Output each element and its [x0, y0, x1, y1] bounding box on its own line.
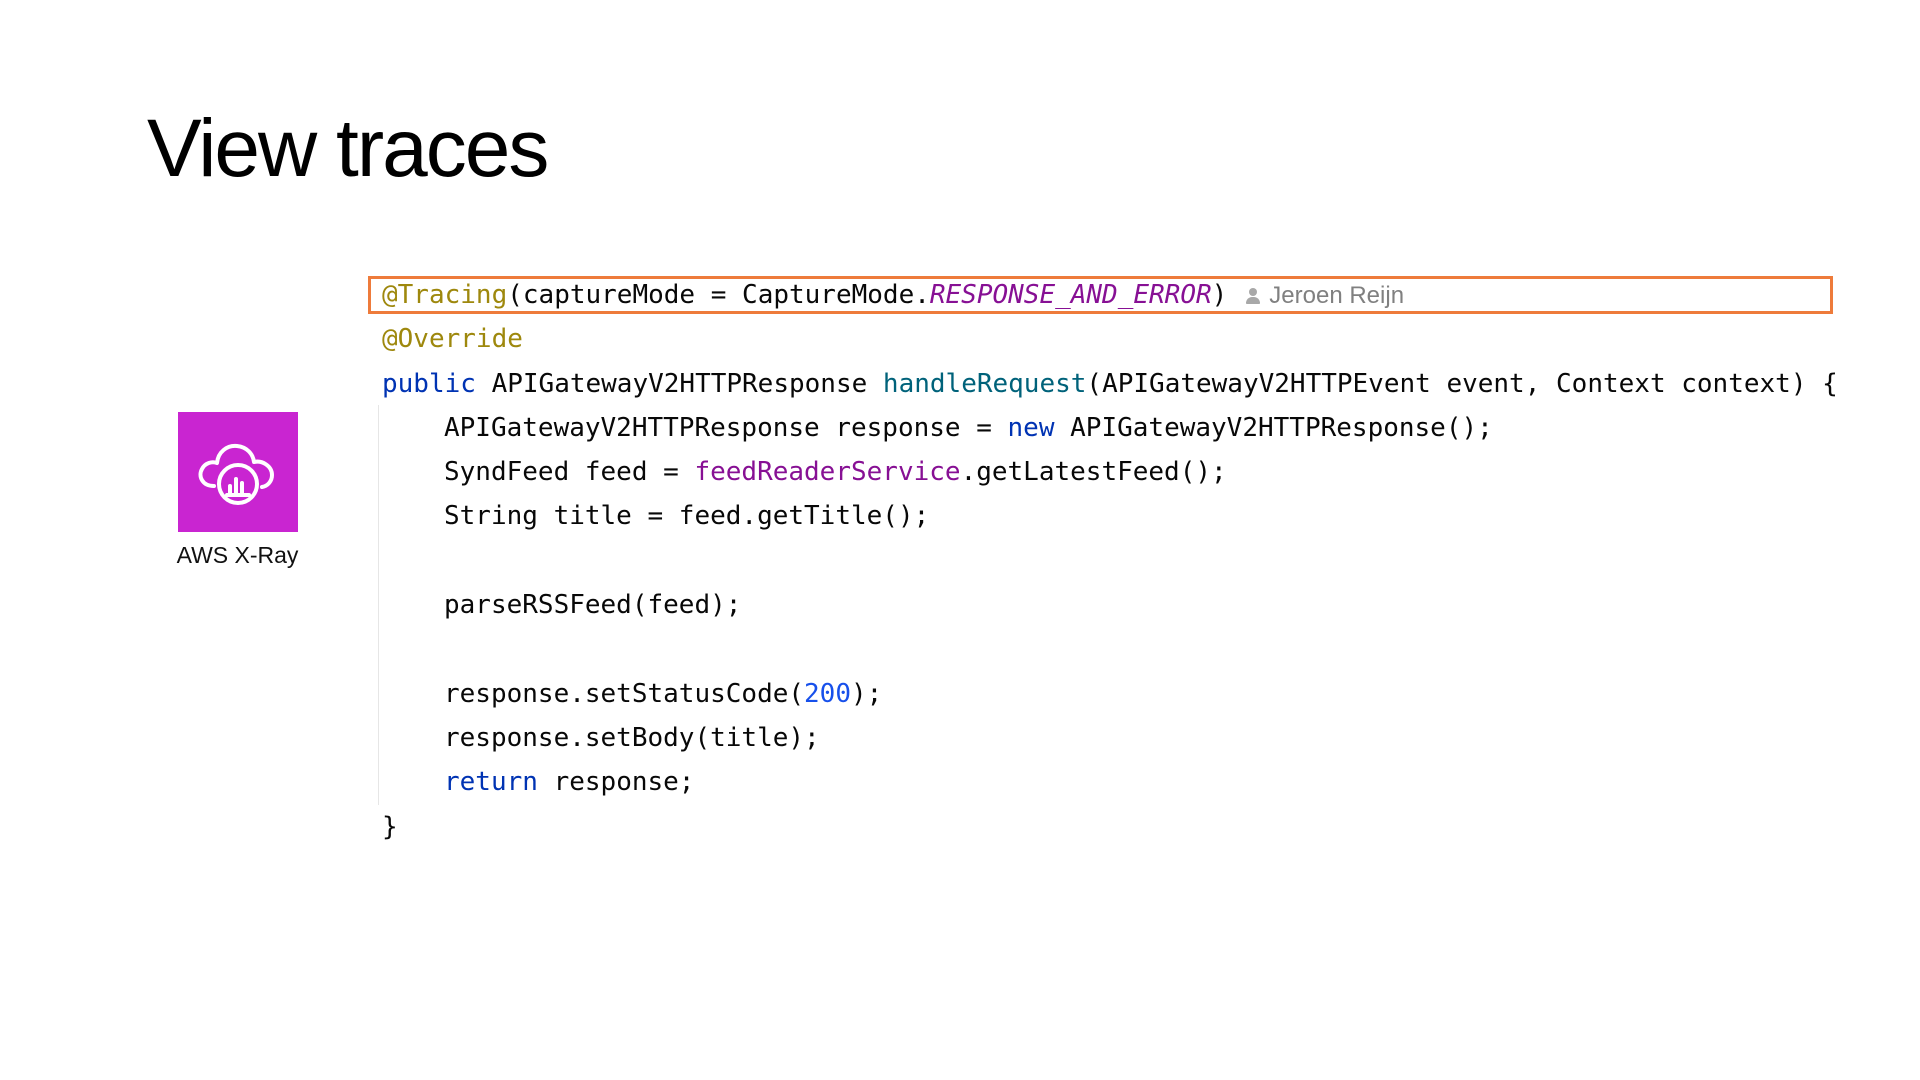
code-line-blank	[382, 539, 1838, 583]
method-name: handleRequest	[882, 368, 1087, 399]
code-line-method-signature: public APIGatewayV2HTTPResponse handleRe…	[382, 368, 1838, 399]
code-line-response-init: APIGatewayV2HTTPResponse response = new …	[444, 412, 1493, 443]
code-line-title: String title = feed.getTitle();	[444, 501, 930, 532]
aws-xray-service: AWS X-Ray	[160, 412, 315, 569]
aws-xray-icon	[177, 412, 298, 532]
aws-xray-label: AWS X-Ray	[176, 542, 299, 568]
code-line-tracing: @Tracing(captureMode = CaptureMode.RESPO…	[382, 280, 1405, 310]
user-icon	[1245, 287, 1261, 305]
code-block: @Tracing(captureMode = CaptureMode.RESPO…	[382, 273, 1838, 849]
code-line-blank	[382, 627, 1838, 671]
code-line-status-code: response.setStatusCode(200);	[444, 678, 883, 709]
tracing-annotation: @Tracing	[382, 280, 508, 310]
indent-guide	[378, 405, 379, 805]
code-line-return: return response;	[444, 767, 695, 798]
override-annotation: @Override	[382, 324, 523, 355]
slide-title: View traces	[147, 103, 549, 194]
git-author-inlay: Jeroen Reijn	[1245, 282, 1404, 309]
author-name: Jeroen Reijn	[1269, 282, 1405, 309]
annotation-highlight-box	[368, 276, 1833, 314]
code-line-feed: SyndFeed feed = feedReaderService.getLat…	[444, 457, 1227, 488]
code-line-override: @Override	[382, 317, 1838, 361]
code-line-set-body: response.setBody(title);	[444, 722, 820, 753]
capture-mode-constant: RESPONSE_AND_ERROR	[929, 280, 1212, 310]
code-line-closing-brace: }	[382, 811, 398, 842]
code-line-parse: parseRSSFeed(feed);	[444, 590, 742, 621]
